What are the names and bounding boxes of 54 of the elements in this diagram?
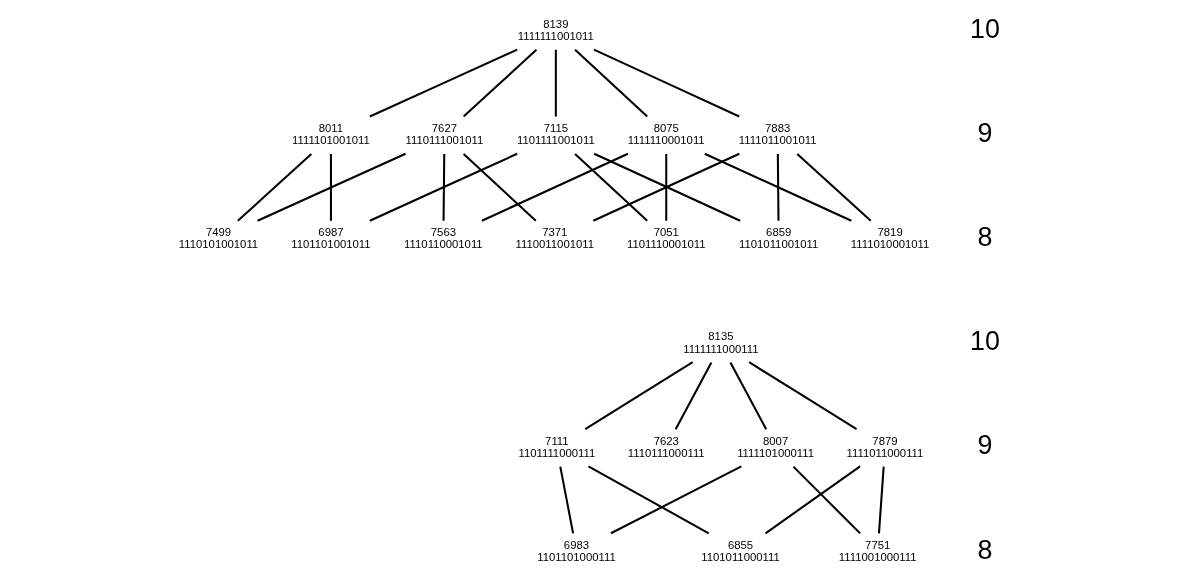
node-text: 8075 1111110001011 bbox=[627, 121, 705, 147]
connector bbox=[481, 152, 628, 222]
connector bbox=[573, 153, 648, 222]
connector bbox=[792, 465, 861, 535]
node-text: 7623 1110111000111 bbox=[627, 434, 705, 459]
label: 9 bbox=[977, 117, 992, 148]
connector bbox=[236, 153, 312, 222]
node-text: 7115 1101111001011 bbox=[516, 121, 595, 147]
connector bbox=[368, 152, 518, 222]
connector bbox=[573, 49, 648, 118]
connector bbox=[462, 49, 537, 118]
node-text: 7499 1110101001011 bbox=[178, 226, 258, 251]
connector bbox=[764, 465, 861, 535]
node-text: 7883 1111011001011 bbox=[738, 121, 816, 147]
node-text: 7563 1110110001011 bbox=[403, 226, 483, 251]
connector bbox=[554, 49, 557, 117]
connector bbox=[729, 361, 767, 430]
connector bbox=[664, 154, 667, 221]
node-text: 8139 1111111001011 bbox=[517, 17, 594, 43]
node-text: 7051 1101110001011 bbox=[626, 226, 706, 251]
connector bbox=[368, 48, 518, 118]
connector bbox=[877, 466, 885, 534]
node-text: 6987 1101101001011 bbox=[290, 226, 371, 251]
node-text: 8007 1111101000111 bbox=[736, 434, 814, 459]
connector bbox=[558, 466, 574, 534]
label: 10 bbox=[969, 326, 1000, 357]
node-text: 7371 1110011001011 bbox=[515, 226, 594, 251]
connector bbox=[587, 465, 709, 535]
connector bbox=[703, 152, 852, 222]
node-text: 6859 1101011001011 bbox=[738, 226, 818, 251]
label: 8 bbox=[977, 221, 992, 252]
connector bbox=[609, 465, 742, 535]
connector bbox=[462, 153, 536, 222]
node-text: 7627 1110111001011 bbox=[405, 121, 483, 147]
node-text: 6983 1101101000111 bbox=[536, 538, 616, 564]
label: 10 bbox=[969, 13, 1000, 44]
connector bbox=[584, 361, 693, 430]
connector bbox=[593, 48, 740, 118]
connector bbox=[796, 153, 871, 222]
connector bbox=[442, 154, 445, 221]
node-text: 7819 1111010001011 bbox=[850, 226, 929, 251]
connector bbox=[329, 154, 332, 221]
connector bbox=[748, 361, 857, 430]
connector bbox=[256, 152, 406, 222]
node-text: 8135 1111111000111 bbox=[682, 330, 758, 355]
connector bbox=[674, 361, 712, 430]
node-text: 8011 1111101001011 bbox=[291, 121, 370, 147]
label: 8 bbox=[977, 534, 992, 565]
node-text: 7751 1111001000111 bbox=[838, 538, 917, 564]
node-text: 7111 1101111000111 bbox=[517, 434, 595, 459]
node-text: 7879 1111011000111 bbox=[846, 434, 923, 459]
connector bbox=[776, 154, 780, 221]
node-text: 6855 1101011000111 bbox=[700, 538, 780, 564]
label: 9 bbox=[977, 430, 992, 461]
